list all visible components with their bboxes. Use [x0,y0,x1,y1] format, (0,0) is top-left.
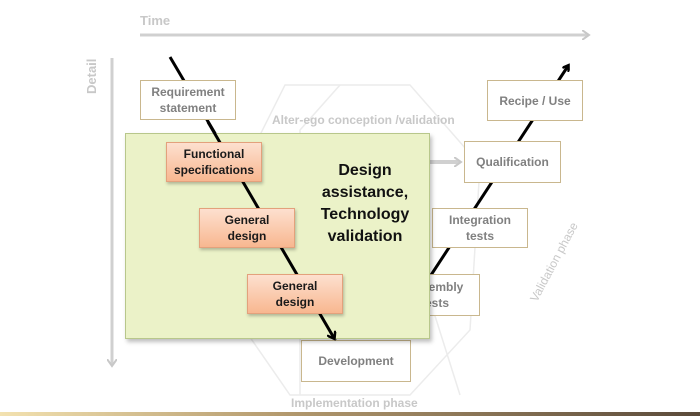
requirement-statement-label: Requirement statement [151,85,225,115]
integration-tests-label: Integration tests [449,213,511,243]
qualification-box[interactable]: Qualification [464,141,561,183]
general-design-label-1: General design [224,213,270,243]
qualification-label: Qualification [476,155,549,169]
time-axis-label: Time [140,13,171,28]
integration-tests-box[interactable]: Integration tests [432,208,528,248]
implementation-phase-label: Implementation phase [291,396,418,410]
design-assistance-title: Design assistance, Technology validation [320,162,410,245]
recipe-use-label: Recipe / Use [499,93,571,108]
functional-specifications-label: Functional specifications [173,147,255,177]
general-design-box-2[interactable]: General design [247,274,343,314]
general-design-box-1[interactable]: General design [199,208,295,248]
development-label: Development [318,354,394,368]
bottom-decorative-bar [0,412,700,416]
general-design-label-2: General design [272,279,318,309]
recipe-use-box[interactable]: Recipe / Use [487,80,583,121]
functional-specifications-box[interactable]: Functional specifications [166,142,262,182]
development-box[interactable]: Development [301,340,411,382]
alter-ego-phase-label: Alter-ego conception /validation [272,113,455,127]
requirement-statement-box[interactable]: Requirement statement [140,80,236,120]
